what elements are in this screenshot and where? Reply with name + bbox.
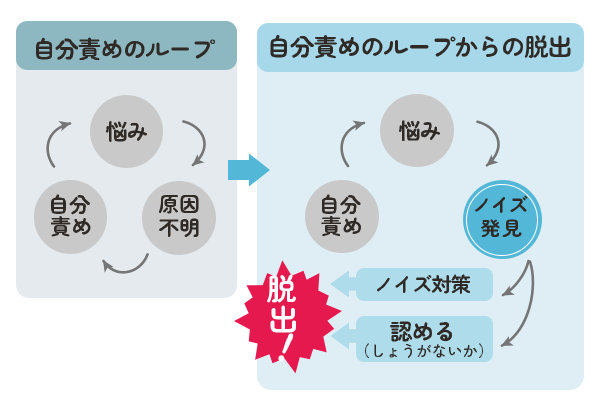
action-accept-label: 認める（しょうがないか） — [356, 316, 493, 362]
node-self-blame-left-label: 自分責め — [34, 180, 108, 254]
right-panel: 自分責めのループからの脱出 悩み 自分責め ノイズ発見 ノイズ対策 認める（しょ… — [257, 22, 584, 390]
action-noise-countermeasure: ノイズ対策 — [356, 268, 493, 301]
node-noise-discovery-label: ノイズ発見 — [463, 180, 542, 259]
left-panel-title: 自分責めのループ — [16, 21, 237, 70]
node-noise-discovery: ノイズ発見 — [462, 180, 542, 259]
node-worry-left: 悩み — [89, 94, 163, 168]
node-self-blame-right: 自分責め — [305, 179, 379, 254]
node-self-blame-right-label: 自分責め — [305, 180, 378, 253]
node-self-blame-left: 自分責め — [33, 180, 108, 254]
node-worry-left-label: 悩み — [90, 95, 163, 168]
action-noise-countermeasure-label: ノイズ対策 — [356, 268, 493, 301]
node-unknown-cause-label: 原因不明 — [142, 181, 217, 256]
node-unknown-cause: 原因不明 — [141, 180, 217, 256]
right-panel-title: 自分責めのループからの脱出 — [257, 23, 584, 73]
left-panel: 自分責めのループ 悩み 自分責め 原因不明 — [16, 21, 237, 298]
node-worry-right: 悩み — [380, 93, 454, 168]
action-accept: 認める（しょうがないか） — [356, 316, 493, 362]
left-panel-header: 自分責めのループ — [16, 21, 237, 70]
right-panel-header: 自分責めのループからの脱出 — [257, 22, 584, 73]
node-worry-right-label: 悩み — [380, 94, 454, 168]
